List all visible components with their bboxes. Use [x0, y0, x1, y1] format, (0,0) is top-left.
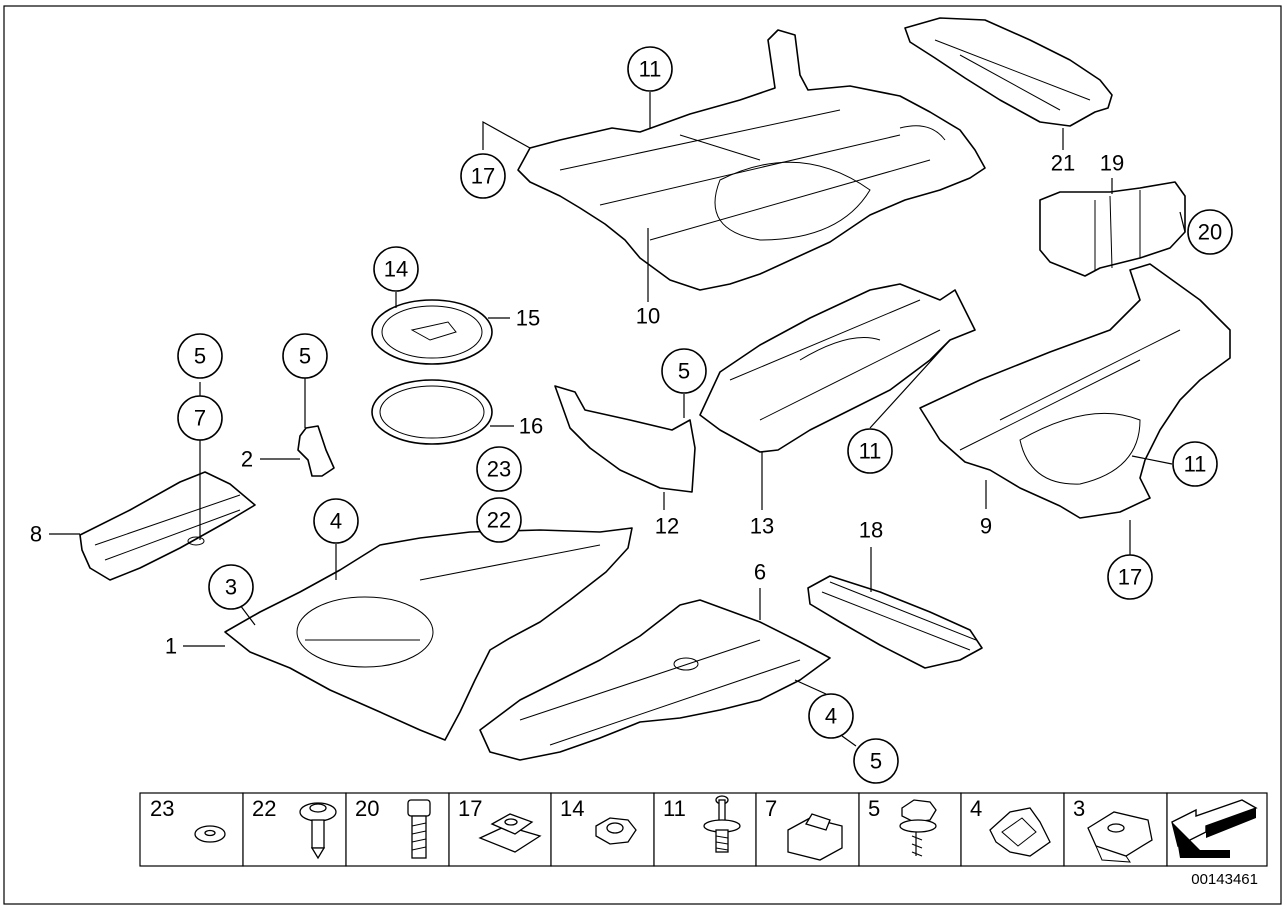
callout-11-mid: 11	[847, 428, 893, 474]
hex-screw-icon	[899, 799, 937, 857]
spacer-block-icon	[787, 813, 843, 861]
legend-cell-11	[653, 792, 757, 867]
callout-17-top: 17	[460, 153, 506, 199]
callout-11-right: 11	[1172, 441, 1218, 487]
direction-arrow-icon	[1171, 799, 1258, 858]
center-shield-part-6	[479, 599, 831, 761]
washer-icon	[194, 825, 226, 843]
callout-5-c: 5	[661, 348, 707, 394]
svg-text:22: 22	[487, 508, 511, 533]
legend-label-5: 5	[868, 796, 880, 821]
svg-text:17: 17	[1118, 565, 1142, 590]
svg-text:23: 23	[487, 457, 511, 482]
svg-text:14: 14	[384, 257, 408, 282]
svg-text:20: 20	[1198, 220, 1222, 245]
legend-label-23: 23	[150, 796, 174, 821]
legend-cell-20	[345, 792, 450, 867]
sheet-nut-icon	[1087, 811, 1153, 863]
round-cover-part-15	[371, 299, 493, 365]
callout-5-b: 5	[282, 333, 328, 379]
legend-label-22: 22	[252, 796, 276, 821]
rear-guide-part-21	[904, 17, 1113, 127]
svg-text:11: 11	[859, 439, 882, 464]
side-shield-part-9	[919, 263, 1231, 519]
legend-label-17: 17	[458, 796, 482, 821]
svg-text:5: 5	[870, 749, 882, 774]
expanding-rivet-icon	[299, 802, 337, 860]
svg-text:7: 7	[194, 406, 206, 431]
label-8: 8	[30, 522, 42, 547]
legend-label-14: 14	[560, 796, 584, 821]
callout-20: 20	[1187, 209, 1233, 255]
svg-text:17: 17	[471, 164, 495, 189]
label-15: 15	[516, 306, 540, 331]
clip-nut-icon	[478, 813, 542, 853]
callout-4-a: 4	[313, 498, 359, 544]
legend-label-20: 20	[355, 796, 379, 821]
legend-label-3: 3	[1073, 796, 1085, 821]
legend-label-11: 11	[663, 796, 686, 821]
svg-text:4: 4	[330, 509, 342, 534]
label-16: 16	[519, 414, 543, 439]
callout-7: 7	[177, 395, 223, 441]
label-13: 13	[750, 514, 774, 539]
rail-shield-part-8	[79, 471, 256, 581]
svg-text:11: 11	[639, 57, 662, 82]
gasket-part-16	[371, 379, 493, 445]
diagram-frame	[3, 5, 1282, 905]
svg-text:3: 3	[225, 575, 237, 600]
legend-label-4: 4	[970, 796, 982, 821]
callout-5-a: 5	[177, 333, 223, 379]
hex-nut-icon	[595, 817, 637, 845]
callout-5-d: 5	[853, 738, 899, 784]
svg-text:4: 4	[825, 704, 837, 729]
svg-text:5: 5	[678, 359, 690, 384]
label-10: 10	[636, 304, 660, 329]
label-2: 2	[241, 447, 253, 472]
plastic-rivet-icon	[703, 795, 741, 853]
callout-4-b: 4	[808, 693, 854, 739]
callout-23: 23	[476, 446, 522, 492]
leader-lines	[49, 92, 1186, 747]
callout-22: 22	[476, 497, 522, 543]
legend-cell-23	[139, 792, 244, 867]
label-9: 9	[980, 514, 992, 539]
callout-17-right: 17	[1107, 554, 1153, 600]
callout-14: 14	[373, 246, 419, 292]
label-12: 12	[655, 514, 679, 539]
svg-text:5: 5	[194, 344, 206, 369]
document-number: 00143461	[1191, 871, 1258, 888]
svg-text:11: 11	[1184, 452, 1207, 477]
label-6: 6	[754, 560, 766, 585]
underbody-shield-part-10	[517, 29, 986, 291]
legend-label-7: 7	[765, 796, 777, 821]
callout-3: 3	[208, 564, 254, 610]
spring-clip-icon	[989, 807, 1051, 857]
svg-text:5: 5	[299, 344, 311, 369]
fastener-legend: 23 22 20 17 14 11 7 5 4 3	[139, 792, 1268, 867]
label-19: 19	[1100, 151, 1124, 176]
label-18: 18	[859, 518, 883, 543]
label-21: 21	[1051, 151, 1075, 176]
label-1: 1	[165, 634, 177, 659]
callout-11-top: 11	[627, 46, 673, 92]
plate-part-18	[807, 575, 983, 669]
bracket-part-2	[297, 425, 335, 477]
box-cover-part-19	[1039, 181, 1186, 277]
cover-panel-part-12	[554, 385, 696, 493]
front-shield-part-1	[224, 527, 633, 741]
hex-bolt-icon	[407, 799, 431, 859]
